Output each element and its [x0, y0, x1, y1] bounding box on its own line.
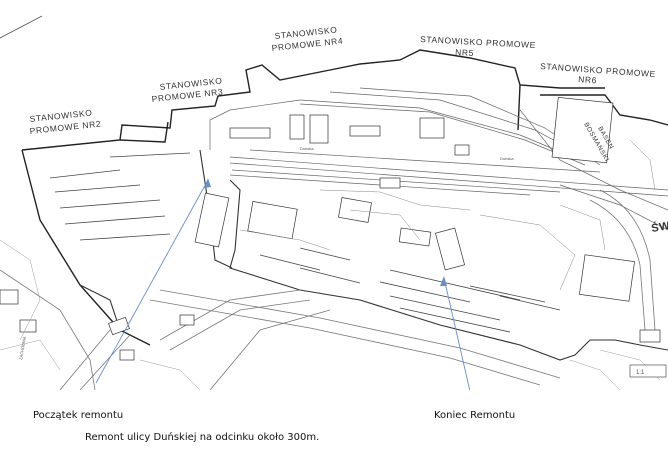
city-area	[0, 239, 661, 390]
parking-lanes	[49, 152, 561, 333]
end-arrow-head	[440, 276, 447, 286]
end-label: Koniec Remontu	[434, 410, 516, 421]
pier-outlines	[21, 49, 668, 346]
repair-description: Remont ulicy Duńskiej na odcinku około 3…	[85, 432, 320, 443]
edge-street-label: ŚW	[650, 219, 668, 235]
street-label-1: ZACHODNIA	[18, 336, 27, 360]
end-arrow-line	[443, 277, 471, 390]
map-corner-outline	[0, 15, 43, 39]
annotation-arrows	[95, 178, 471, 390]
street-label-3: Duńska	[500, 156, 514, 161]
roads	[0, 189, 656, 390]
terminal-area	[79, 149, 668, 361]
rail-tracks	[209, 87, 668, 231]
scale-box	[629, 364, 667, 378]
buildings	[0, 96, 661, 361]
berth-label-nr6-line1: STANOWISKO PROMOWE	[540, 61, 656, 79]
berth-label-nr5-line2: NR5	[455, 47, 474, 58]
port-map: STANOWISKO PROMOWE NR2 STANOWISKO PROMOW…	[0, 15, 668, 390]
start-label: Początek remontu	[33, 410, 124, 421]
scale-label: 1:1	[636, 370, 645, 376]
start-arrow-head	[204, 178, 211, 188]
minor-details	[239, 139, 656, 291]
start-arrow-line	[95, 179, 209, 384]
street-label-2: Duńska	[300, 146, 314, 151]
berth-label-nr6-line2: NR6	[578, 74, 597, 85]
berth-label-nr5-line1: STANOWISKO PROMOWE	[420, 34, 536, 50]
